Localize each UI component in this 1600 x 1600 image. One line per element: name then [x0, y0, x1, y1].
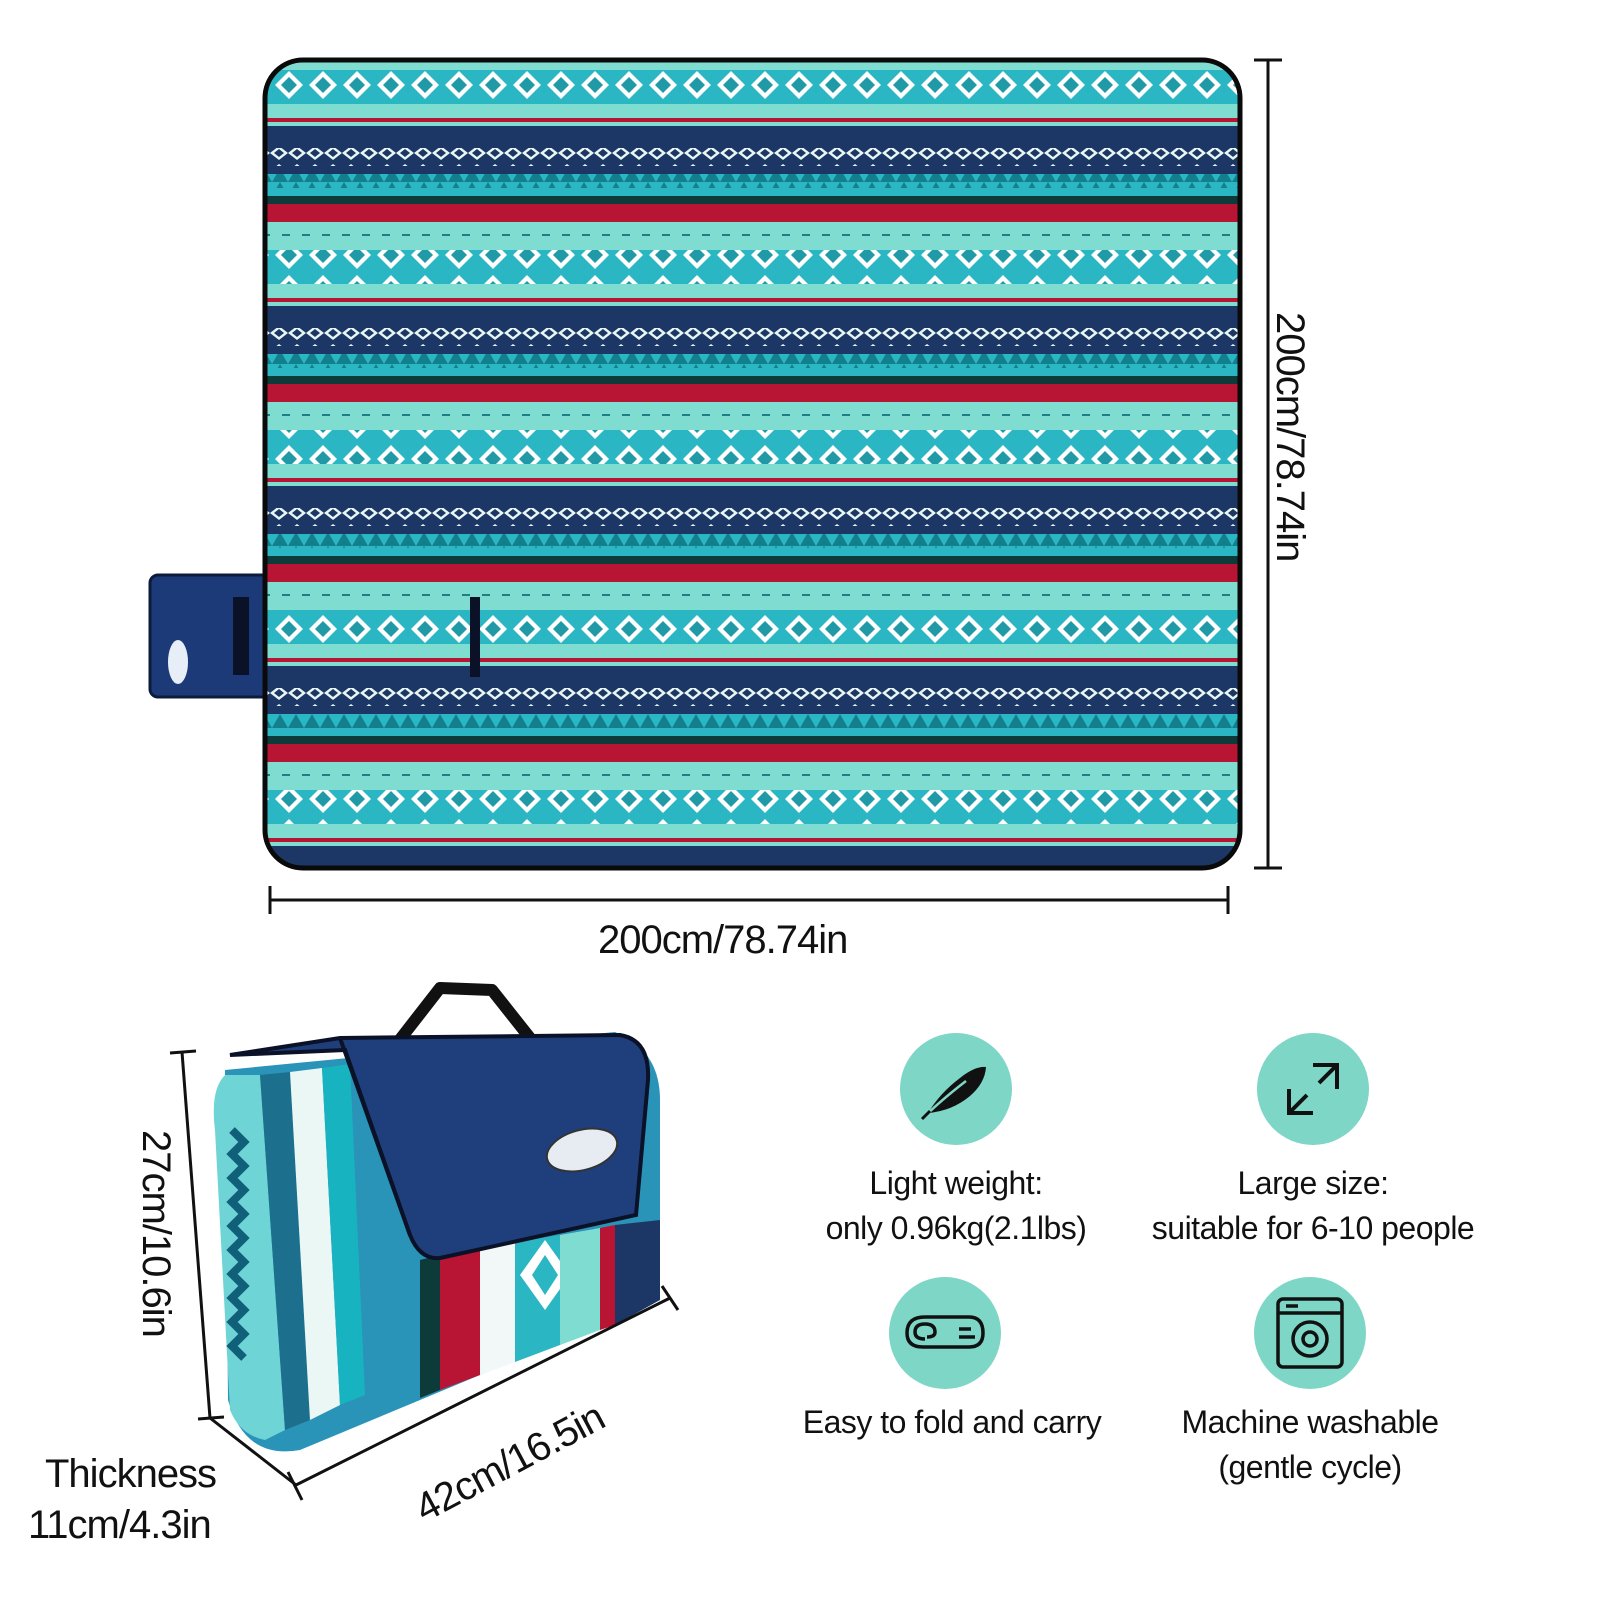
feature-light-weight-detail: only 0.96kg(2.1lbs): [825, 1210, 1087, 1246]
blanket-stripe: [265, 714, 1240, 728]
blanket-stripe: [265, 242, 1240, 250]
blanket-stripe: [265, 346, 1240, 354]
feature-machine-washable-detail: (gentle cycle): [1218, 1449, 1402, 1485]
blanket-stripe: [265, 412, 1240, 422]
blanket-stripe: [265, 402, 1240, 412]
blanket-stripe: [265, 196, 1240, 204]
blanket-stripe: [265, 564, 1240, 582]
expand-arrows-icon: [1257, 1033, 1369, 1145]
height-label: 200cm/78.74in: [1268, 312, 1312, 562]
blanket-stripe: [265, 232, 1240, 242]
blanket-stripe: [265, 174, 1240, 188]
blanket-stripe: [265, 148, 1240, 166]
washing-machine-icon: [1254, 1277, 1366, 1389]
blanket-stripe: [265, 188, 1240, 196]
blanket-stripe: [265, 556, 1240, 564]
width-dimension-line: [268, 886, 1230, 914]
feature-light-weight-title: Light weight:: [869, 1165, 1043, 1201]
blanket-stripe: [265, 846, 1240, 868]
feature-easy-carry-title: Easy to fold and carry: [802, 1404, 1102, 1440]
blanket-stripe: [265, 782, 1240, 790]
feature-large-size-title: Large size:: [1237, 1165, 1389, 1201]
blanket-stripe: [265, 298, 1240, 302]
blanket-stripe: [265, 430, 1240, 464]
blanket-stripe: [265, 706, 1240, 714]
blanket-stripe: [265, 762, 1240, 772]
blanket-stripe: [265, 868, 1240, 886]
blanket-stripe: [265, 250, 1240, 284]
blanket-stripe: [265, 306, 1240, 328]
blanket-stripe: [265, 302, 1240, 306]
feather-icon: [900, 1033, 1012, 1145]
rolled-mat-icon: [889, 1277, 1001, 1389]
blanket-stripe: [265, 772, 1240, 782]
rolled-height-label: 27cm/10.6in: [134, 1130, 178, 1337]
blanket-stripe: [265, 728, 1240, 736]
blanket-stripe: [265, 662, 1240, 666]
blanket-stripe: [265, 666, 1240, 688]
blanket-pattern: [265, 60, 1240, 886]
blanket-stripe: [265, 368, 1240, 376]
blanket-stripe: [265, 592, 1240, 602]
blanket-stripe: [265, 222, 1240, 232]
blanket-stripe: [265, 104, 1240, 118]
blanket-stripe: [265, 284, 1240, 298]
blanket-stripe: [265, 70, 1240, 104]
blanket-stripe: [265, 744, 1240, 762]
blanket-stripe: [265, 354, 1240, 368]
carry-strap: [148, 573, 277, 699]
height-dimension-line: [1254, 58, 1282, 870]
feature-large-size-detail: suitable for 6-10 people: [1151, 1210, 1475, 1246]
feature-machine-washable-title: Machine washable: [1181, 1404, 1439, 1440]
thickness-title: Thickness: [45, 1452, 217, 1496]
blanket-stripe: [265, 736, 1240, 744]
thickness-value: 11cm/4.3in: [28, 1503, 212, 1547]
blanket-stripe: [265, 644, 1240, 658]
blanket-stripe: [265, 118, 1240, 122]
blanket-stripe: [265, 526, 1240, 534]
blanket-stripe: [265, 534, 1240, 548]
blanket-stripe: [265, 790, 1240, 824]
blanket-stripe: [265, 122, 1240, 126]
blanket-stripe: [265, 482, 1240, 486]
blanket-stripe: [265, 838, 1240, 842]
blanket-illustration: [148, 57, 1282, 914]
blanket-stripe: [265, 688, 1240, 706]
blanket-stripe: [265, 384, 1240, 402]
blanket-stripe: [265, 610, 1240, 644]
blanket-stripe: [265, 422, 1240, 430]
width-label: 200cm/78.74in: [598, 918, 848, 962]
blanket-stripe: [265, 464, 1240, 478]
blanket-stripe: [265, 658, 1240, 662]
blanket-stripe: [265, 328, 1240, 346]
blanket-stripe: [265, 486, 1240, 508]
blanket-stripe: [265, 376, 1240, 384]
blanket-stripe: [265, 602, 1240, 610]
blanket-stripe: [265, 478, 1240, 482]
rolled-blanket-illustration: [169, 982, 680, 1501]
blanket-stripe: [265, 582, 1240, 592]
blanket-stripe: [265, 126, 1240, 148]
blanket-stripe: [265, 548, 1240, 556]
blanket-stripe: [265, 508, 1240, 526]
blanket-stripe: [265, 204, 1240, 222]
blanket-stripe: [265, 166, 1240, 174]
blanket-stripe: [265, 842, 1240, 846]
blanket-stripe: [265, 824, 1240, 838]
